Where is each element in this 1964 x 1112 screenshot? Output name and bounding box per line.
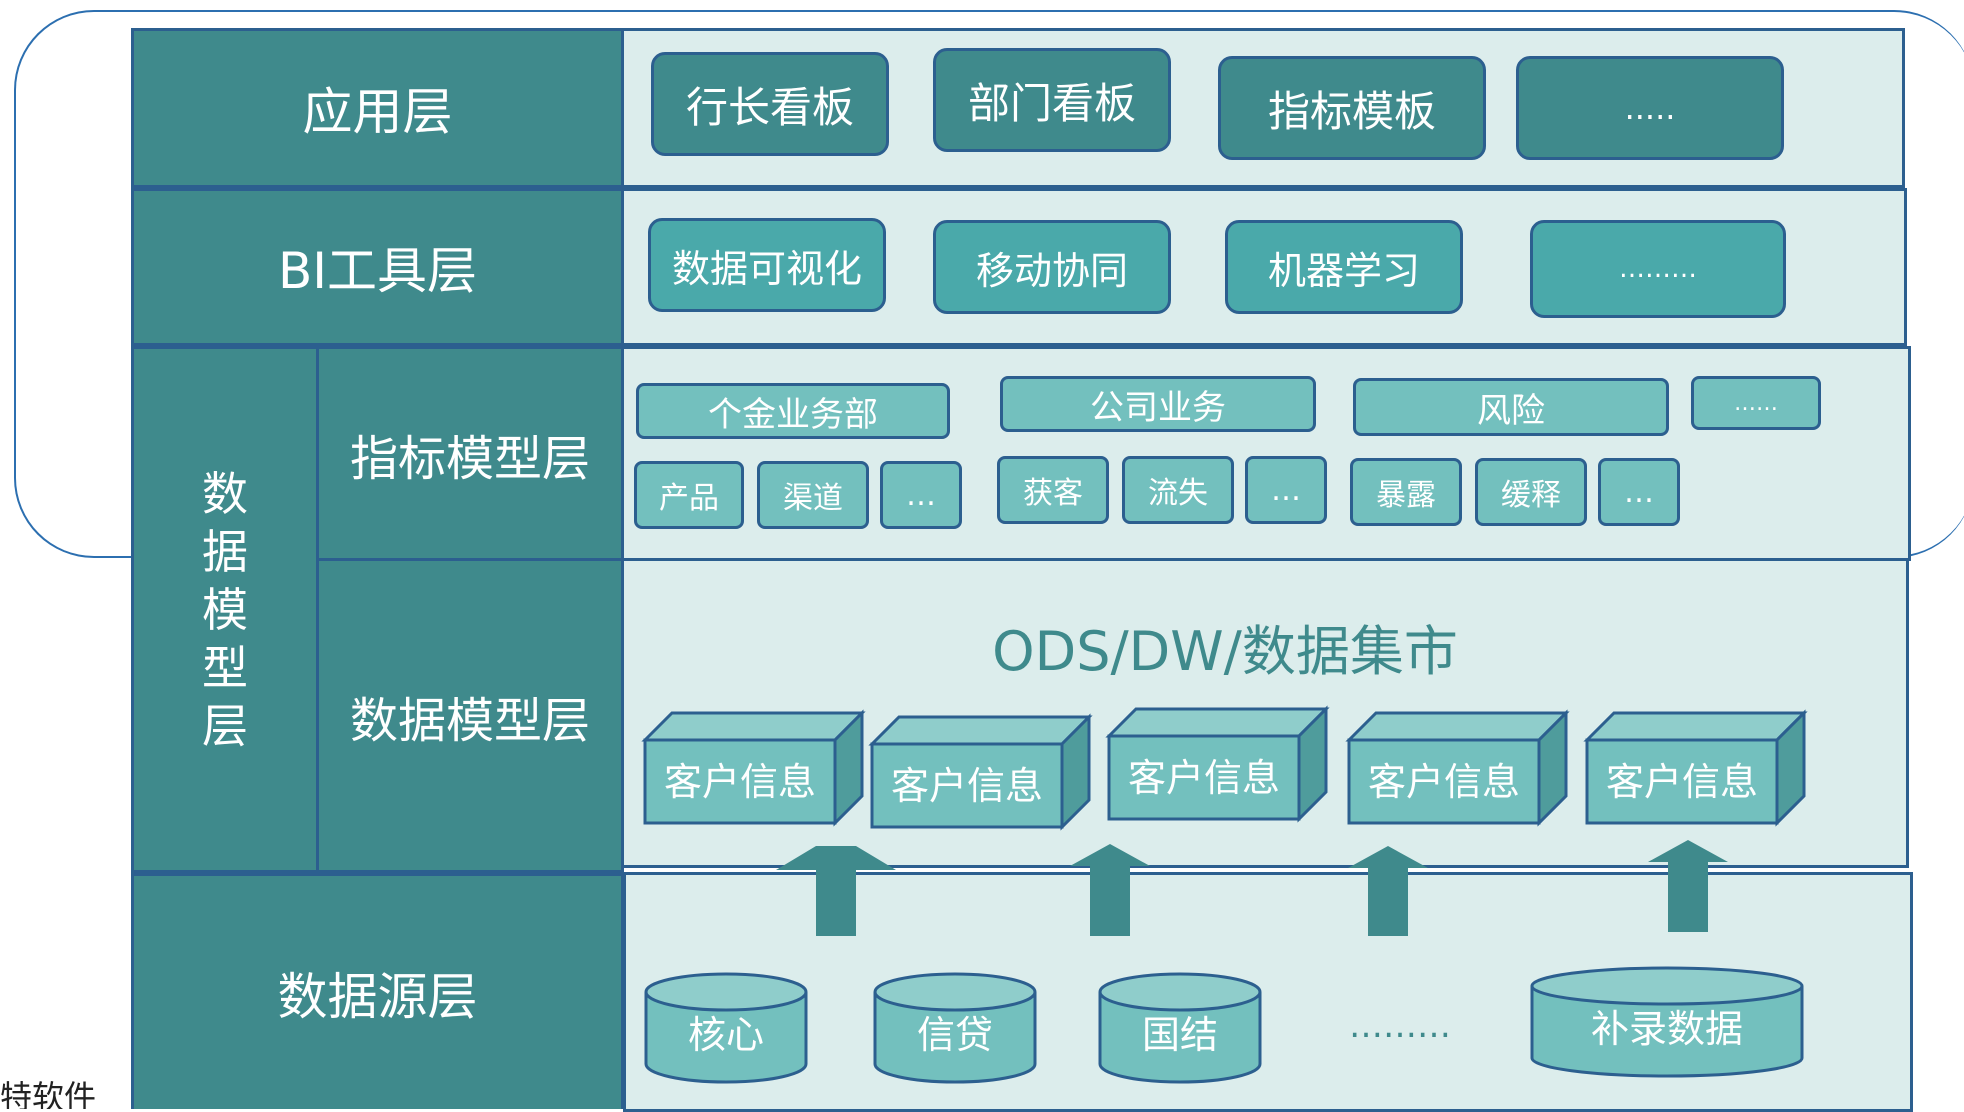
machine-learning-button[interactable]: 机器学习 [1225, 220, 1463, 314]
metric-category-retail[interactable]: 个金业务部 [636, 383, 950, 439]
chip-label: 公司业务 [1090, 387, 1226, 428]
footer-fragment-text: 特软件 [0, 1078, 97, 1109]
button-label: 部门看板 [967, 78, 1136, 128]
layer-metric-model: 指标模型层 [316, 346, 624, 561]
chip-label: … [906, 477, 936, 513]
layer-data-source-label: 数据源层 [277, 967, 478, 1026]
chip-label: … [1624, 474, 1654, 510]
chip-label: 缓释 [1501, 478, 1561, 513]
group-char: 数 [202, 466, 248, 521]
button-label: ..... [1624, 89, 1676, 127]
metric-group3-more-chip[interactable]: … [1598, 458, 1680, 526]
group-char: 模 [202, 582, 248, 637]
group-char: 型 [202, 640, 248, 695]
metric-group1-more-chip[interactable]: … [880, 461, 962, 529]
mobile-collaboration-button[interactable]: 移动协同 [933, 220, 1171, 314]
chip-label: 流失 [1148, 476, 1208, 511]
metric-template-button[interactable]: 指标模板 [1218, 56, 1486, 160]
metric-group2-more-chip[interactable]: … [1245, 456, 1327, 524]
bi-more-button[interactable]: ……… [1530, 220, 1786, 318]
button-label: 行长看板 [685, 82, 854, 132]
button-label: 机器学习 [1267, 248, 1420, 293]
chip-label: 获客 [1023, 476, 1083, 511]
dashboard-president-button[interactable]: 行长看板 [651, 52, 889, 156]
sources-ellipsis-text: ……… [1349, 1006, 1451, 1046]
band-data-source [623, 872, 1913, 1112]
metric-exposure-chip[interactable]: 暴露 [1350, 458, 1462, 526]
chip-label: 风险 [1477, 390, 1545, 431]
dashboard-department-button[interactable]: 部门看板 [933, 48, 1171, 152]
group-char: 层 [202, 698, 248, 753]
layer-bi-tools: BI工具层 [131, 188, 624, 346]
metric-product-chip[interactable]: 产品 [634, 461, 744, 529]
layer-application-label: 应用层 [302, 83, 453, 141]
band-data-model [621, 558, 1909, 868]
chip-label: …… [1734, 390, 1778, 416]
layer-metric-model-label: 指标模型层 [349, 430, 590, 487]
layer-data-model: 数据模型层 [316, 558, 624, 873]
metric-category-corporate[interactable]: 公司业务 [1000, 376, 1316, 432]
chip-label: 暴露 [1376, 478, 1436, 513]
data-model-caption-text: ODS/DW/数据集市 [992, 619, 1458, 683]
button-label: 数据可视化 [671, 246, 862, 291]
chip-label: 渠道 [783, 481, 843, 516]
metric-acquisition-chip[interactable]: 获客 [997, 456, 1109, 524]
metric-churn-chip[interactable]: 流失 [1122, 456, 1234, 524]
layer-application: 应用层 [131, 28, 624, 188]
chip-label: 个金业务部 [708, 394, 878, 435]
layer-data-model-group: 数 据 模 型 层 [131, 346, 319, 873]
button-label: 指标模板 [1267, 86, 1436, 136]
layer-data-model-label: 数据模型层 [349, 692, 590, 749]
metric-category-risk[interactable]: 风险 [1353, 378, 1669, 436]
layer-bi-tools-label: BI工具层 [277, 242, 478, 300]
button-label: 移动协同 [975, 248, 1128, 293]
metric-mitigation-chip[interactable]: 缓释 [1475, 458, 1587, 526]
chip-label: 产品 [659, 481, 719, 516]
layer-data-source: 数据源层 [131, 873, 624, 1109]
sources-ellipsis: ……… [1330, 996, 1470, 1056]
button-label: ……… [1619, 254, 1697, 284]
chip-label: … [1271, 472, 1301, 508]
metric-channel-chip[interactable]: 渠道 [757, 461, 869, 529]
data-model-caption: ODS/DW/数据集市 [950, 608, 1500, 684]
application-more-button[interactable]: ..... [1516, 56, 1784, 160]
group-char: 据 [202, 524, 248, 579]
metric-category-more[interactable]: …… [1691, 376, 1821, 430]
data-visualization-button[interactable]: 数据可视化 [648, 218, 886, 312]
footer-fragment: 特软件 [0, 1072, 130, 1109]
